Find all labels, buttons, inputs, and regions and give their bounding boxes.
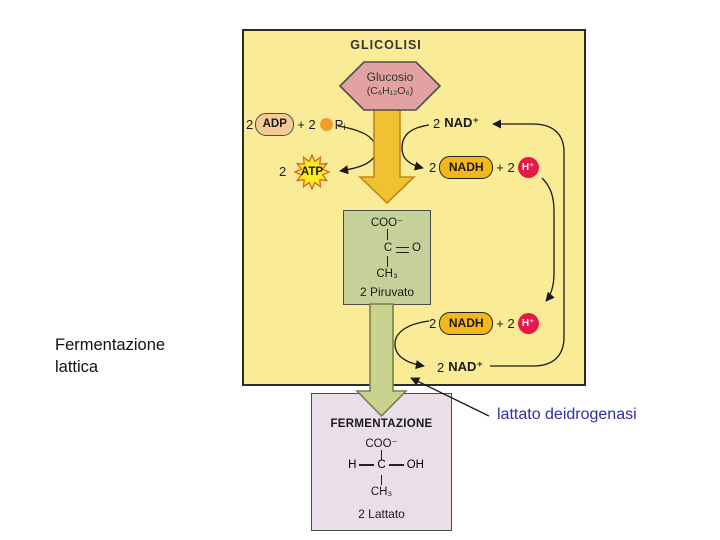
nadh-in-pill: NADH — [439, 311, 494, 335]
adp-pill: ADP — [255, 112, 295, 136]
nad-in-coefficient: 2 — [433, 115, 441, 131]
lactate-bond-vertical-top — [381, 450, 383, 460]
pyruvate-bond-vertical-top — [387, 229, 389, 240]
adp-plus-text: + 2 — [297, 116, 316, 132]
atp-coefficient: 2 — [279, 164, 287, 179]
nadh-out-row: 2 NADH + 2 H⁺ — [429, 155, 539, 179]
nadh-out-plus-text: + 2 — [496, 159, 515, 175]
fermentation-title: FERMENTAZIONE — [330, 418, 433, 430]
proton-out-circle: H⁺ — [517, 156, 539, 178]
nadh-out-pill: NADH — [439, 155, 494, 179]
adp-phosphate-row: 2 ADP + 2 Pᵢ — [246, 112, 345, 136]
lactate-bond-left — [359, 464, 375, 466]
lactate-hcoh-row: H C OH — [312, 459, 451, 471]
lactate-h-atom: H — [348, 459, 357, 471]
nadh-in-coefficient: 2 — [429, 315, 437, 331]
fermentation-box: FERMENTAZIONE COO⁻ H C OH CH₃ 2 Lattato — [311, 393, 452, 531]
pyruvate-bond-vertical-bottom — [387, 256, 389, 267]
nadh-out-coefficient: 2 — [429, 159, 437, 175]
nad-out-coefficient: 2 — [437, 359, 445, 375]
pyruvate-caption: 2 Piruvato — [359, 285, 415, 299]
lactate-coo-group: COO⁻ — [365, 438, 398, 450]
proton-in-circle: H⁺ — [517, 312, 539, 334]
nad-in-row: 2 NAD⁺ — [433, 115, 479, 131]
pyruvate-double-bond — [396, 247, 409, 253]
lactate-ch3-group: CH₃ — [370, 486, 393, 498]
nadh-in-row: 2 NADH + 2 H⁺ — [429, 311, 539, 335]
glucose-name: Glucosio — [366, 70, 414, 84]
phosphate-dot-icon — [319, 117, 333, 131]
lactate-oh-group: OH — [406, 459, 424, 471]
phosphate-label: Pᵢ — [334, 116, 346, 132]
glycolysis-title: GLICOLISI — [350, 38, 422, 52]
pyruvate-o-atom: O — [412, 242, 421, 254]
side-label-line1: Fermentazione — [55, 336, 166, 354]
atp-label: ATP — [300, 166, 324, 178]
nad-out-label: NAD⁺ — [448, 359, 484, 374]
side-label-line2: lattica — [55, 358, 99, 376]
nad-out-row: 2 NAD⁺ — [437, 359, 483, 375]
pyruvate-coo-group: COO⁻ — [370, 217, 404, 229]
enzyme-label: lattato deidrogenasi — [497, 406, 637, 423]
lactate-bond-vertical-bottom — [381, 475, 383, 485]
pyruvate-ch3-group: CH₃ — [376, 268, 398, 280]
lactate-caption: 2 Lattato — [358, 507, 405, 521]
nad-in-label: NAD⁺ — [444, 115, 480, 130]
pyruvate-c-atom: C — [383, 242, 393, 254]
adp-coefficient: 2 — [246, 116, 254, 132]
lactate-c-atom: C — [377, 459, 386, 471]
nadh-in-plus-text: + 2 — [496, 315, 515, 331]
glucose-formula: (C₆H₁₂O₆) — [366, 85, 414, 97]
pyruvate-box: COO⁻ C O CH₃ 2 Piruvato — [343, 210, 431, 305]
lactate-bond-right — [388, 464, 404, 466]
